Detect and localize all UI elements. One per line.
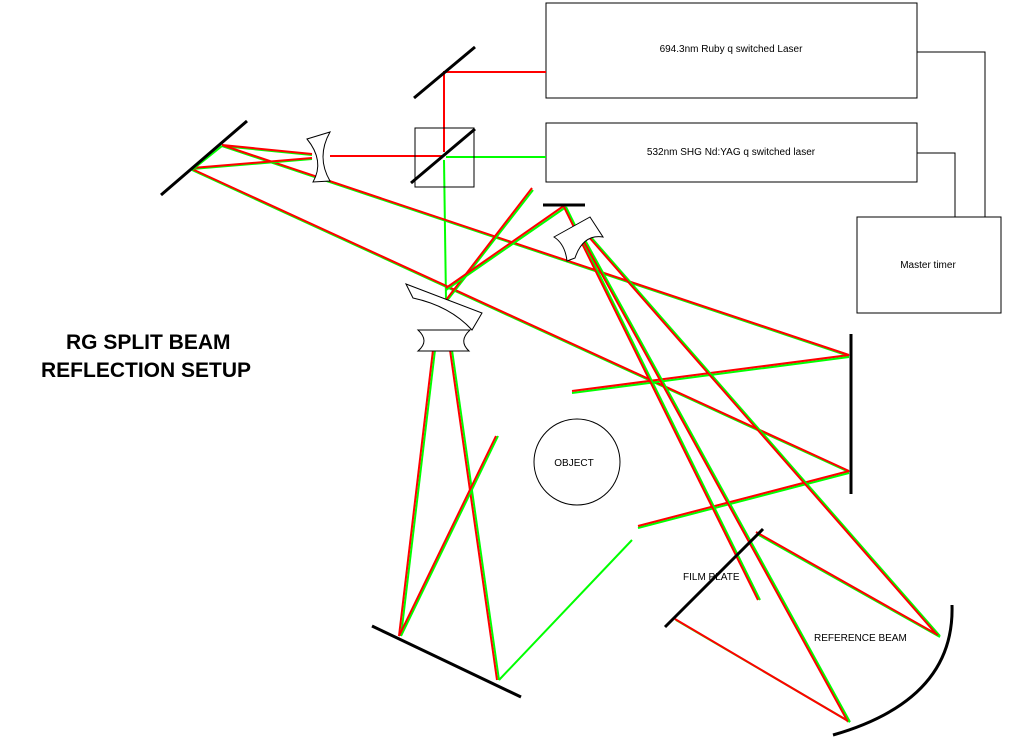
- object-circle: [533, 418, 621, 506]
- film-plate-label: FILM PLATE: [683, 572, 740, 583]
- mirror-bottom: [371, 624, 522, 699]
- mirrors: [160, 45, 853, 699]
- timer-wire-yag: [917, 152, 956, 217]
- title-line-1: RG SPLIT BEAM: [66, 331, 231, 354]
- title-line-2: REFLECTION SETUP: [41, 359, 251, 382]
- lens-mid-icon: [404, 283, 483, 331]
- yag-laser-box: [545, 122, 918, 183]
- yag-laser-label: 532nm SHG Nd:YAG q switched laser: [647, 147, 816, 158]
- green-down: [443, 159, 447, 301]
- beam-splitter-cube: [414, 127, 475, 188]
- beam-splitter-mirror: [410, 127, 476, 185]
- reference-mirror-arc: [832, 604, 954, 737]
- beam-paths: [191, 71, 941, 723]
- ruby-laser-label: 694.3nm Ruby q switched Laser: [660, 44, 804, 55]
- reference-beam-label: REFERENCE BEAM: [814, 633, 907, 644]
- ruby-laser-box: [545, 2, 918, 99]
- master-timer-box: [856, 216, 1002, 314]
- film-plate-line: [663, 527, 765, 629]
- mirror-top: [413, 45, 476, 100]
- lens-top-right-icon: [553, 216, 605, 262]
- master-timer-label: Master timer: [900, 260, 956, 271]
- lens-left-icon: [306, 131, 332, 183]
- mirror-left: [160, 119, 248, 197]
- ruby-beam-start: [443, 71, 546, 152]
- timer-wire-ruby: [917, 51, 986, 217]
- lens-lower-icon: [416, 329, 472, 352]
- object-label: OBJECT: [554, 458, 593, 469]
